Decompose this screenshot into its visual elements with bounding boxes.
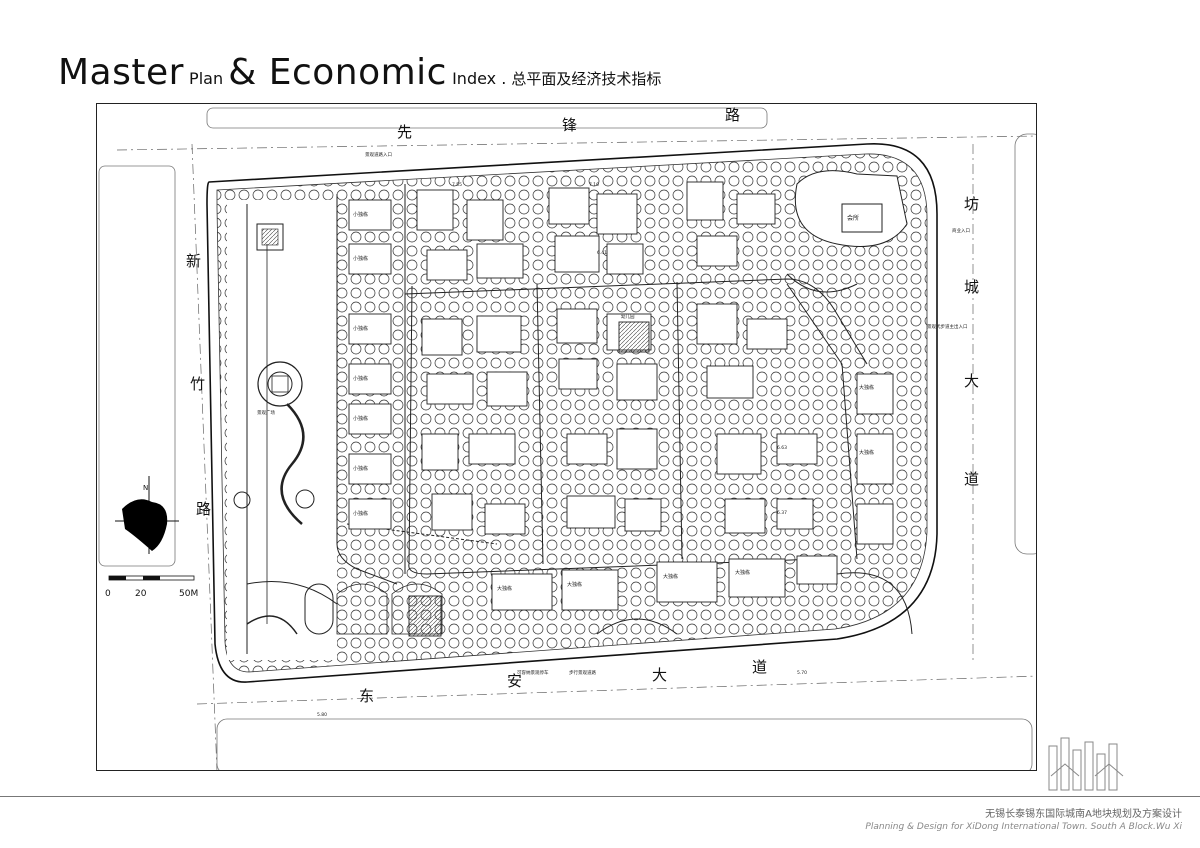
scale-tick-0: 0 xyxy=(105,589,111,599)
south-villa-row xyxy=(491,555,838,611)
elevation-mark: 5.80 xyxy=(317,712,327,718)
elevation-mark: 5.70 xyxy=(797,670,807,676)
title-word-economic: & Economic xyxy=(228,52,447,93)
middle-villa-rows xyxy=(421,303,818,535)
pool xyxy=(304,583,334,635)
scale-tick-50m: 50M xyxy=(179,589,198,599)
road-char-south: 安 xyxy=(507,672,522,690)
villa-label: 小独栋 xyxy=(353,465,368,472)
north-road-centerline xyxy=(116,135,1036,151)
road-char-east: 道 xyxy=(964,470,979,488)
elevation-mark: 6.41 xyxy=(597,250,607,256)
road-char-east: 大 xyxy=(964,372,979,390)
villa-label: 大独栋 xyxy=(859,449,874,456)
north-villa-row xyxy=(416,181,776,281)
north-compass: N xyxy=(115,476,179,554)
west-road-centerline xyxy=(191,143,218,770)
road-char-east: 坊 xyxy=(964,195,979,213)
footer-project-subtitle: Planning & Design for XiDong Internation… xyxy=(865,822,1182,832)
road-char-south: 东 xyxy=(359,687,374,705)
road-char-west: 新 xyxy=(186,252,201,270)
footer-divider xyxy=(0,796,1200,797)
west-villa-column xyxy=(348,199,392,530)
villa-label: 小独栋 xyxy=(353,375,368,382)
label-north-entry: 景观道路入口 xyxy=(365,151,392,158)
villa-label: 小独栋 xyxy=(353,211,368,218)
perimeter-tree-belt xyxy=(216,153,928,673)
title-word-index: Index . xyxy=(452,69,507,88)
road-char-north: 先 xyxy=(397,123,412,141)
label-pedestrian: 步行景观道路 xyxy=(569,669,596,676)
villa-label: 大独栋 xyxy=(663,573,678,580)
clubhouse: 会所 xyxy=(786,170,908,293)
company-logo xyxy=(1045,736,1131,796)
elevation-mark: 7.55 xyxy=(452,182,462,188)
west-block-outline xyxy=(98,165,176,567)
footer-project-title: 无锡长泰锡东国际城南A地块规划及方案设计 xyxy=(985,809,1182,820)
central-plaza-circle xyxy=(257,361,303,407)
label-parking: 可容纳景观停车 xyxy=(517,669,549,676)
north-block-outline xyxy=(206,107,768,129)
elevation-mark: 6.37 xyxy=(777,510,787,516)
label-east-entry2: 景观式步道主出入口 xyxy=(927,323,968,330)
south-road-centerline xyxy=(196,675,1036,705)
east-block-outline xyxy=(1014,133,1036,555)
villa-label: 大独栋 xyxy=(567,581,582,588)
south-square xyxy=(408,595,442,637)
elevation-mark: 6.63 xyxy=(777,445,787,451)
villa-label: 小独栋 xyxy=(353,415,368,422)
east-villa-column xyxy=(856,373,894,545)
road-char-west: 路 xyxy=(196,500,211,518)
road-char-east: 城 xyxy=(964,278,979,296)
kindergarten-block xyxy=(618,321,650,353)
serpentine-path xyxy=(280,403,305,525)
villa-label: 小独栋 xyxy=(353,255,368,262)
villa-label: 大独栋 xyxy=(735,569,750,576)
road-char-south: 大 xyxy=(652,666,667,684)
villa-label: 大独栋 xyxy=(859,384,874,391)
road-char-west: 竹 xyxy=(190,375,205,393)
villa-label: 大独栋 xyxy=(497,585,512,592)
site-plan-frame: 小独栋 小独栋 小独栋 小独栋 小独栋 小独栋 小独栋 xyxy=(96,103,1037,771)
south-block-outline xyxy=(216,718,1033,770)
title-chinese: 总平面及经济技术指标 xyxy=(511,70,662,88)
road-char-north: 路 xyxy=(725,106,740,124)
scale-bar: 0 20 50M xyxy=(105,575,198,599)
label-kindergarten: 幼儿园 xyxy=(621,313,635,320)
label-plaza: 景观广场 xyxy=(257,409,275,416)
page-title: Master Plan & Economic Index . 总平面及经济技术指… xyxy=(58,52,661,93)
site-boundary xyxy=(206,143,938,683)
scale-tick-20: 20 xyxy=(135,589,147,599)
label-east-entry: 商业入口 xyxy=(952,227,970,234)
road-char-north: 锋 xyxy=(562,116,577,134)
road-char-south: 道 xyxy=(752,658,767,676)
title-word-plan: Plan xyxy=(189,69,224,88)
internal-roads xyxy=(336,184,868,585)
title-word-master: Master xyxy=(58,52,184,93)
south-entrance-arc xyxy=(596,618,678,635)
compass-icon xyxy=(122,499,168,551)
villa-label: 小独栋 xyxy=(353,325,368,332)
clubhouse-label: 会所 xyxy=(847,214,859,222)
pavilion xyxy=(256,223,284,251)
site-plan-drawing: 小独栋 小独栋 小独栋 小独栋 小独栋 小独栋 小独栋 xyxy=(98,106,1036,770)
villa-label: 小独栋 xyxy=(353,510,368,517)
elevation-mark: 7.10 xyxy=(589,182,599,188)
compass-north-label: N xyxy=(143,484,148,492)
